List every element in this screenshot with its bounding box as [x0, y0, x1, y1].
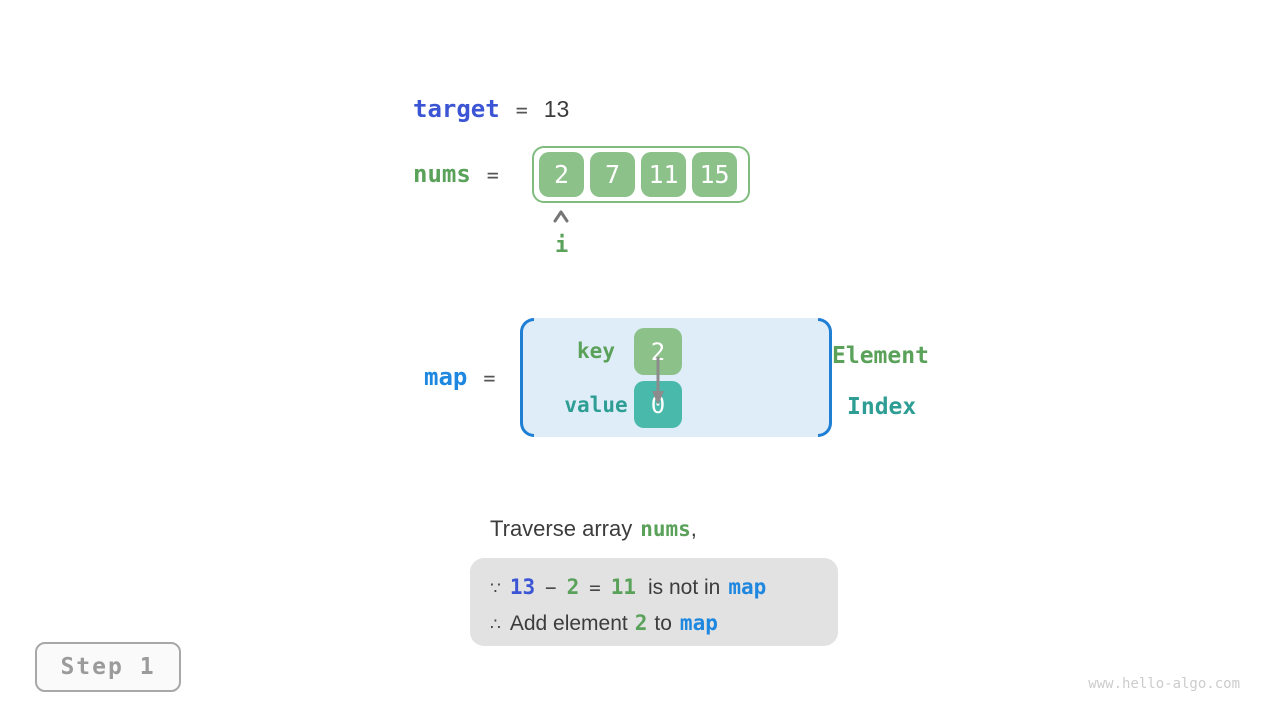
- note-text: Add element: [509, 612, 628, 635]
- map-key-label: key: [577, 339, 615, 363]
- note-text: to: [654, 612, 672, 635]
- note-map-code: map: [679, 611, 718, 635]
- caption-text: Traverse array: [490, 516, 633, 541]
- therefore-symbol: ∴: [490, 615, 501, 634]
- because-symbol: ∵: [490, 579, 501, 598]
- nums-assignment: nums =: [413, 160, 515, 188]
- legend-element-label: Element: [832, 343, 929, 369]
- array-cell-2: 11: [641, 152, 686, 197]
- index-pointer-label: i: [555, 233, 569, 258]
- step-label: Step 1: [60, 654, 156, 680]
- equals-sign: =: [589, 577, 601, 599]
- minus-sign: −: [545, 577, 557, 599]
- right-bracket: [818, 318, 832, 437]
- note-subtrahend: 2: [566, 575, 580, 599]
- left-bracket: [520, 318, 534, 437]
- note-difference: 11: [610, 575, 636, 599]
- note-map-code: map: [728, 575, 767, 599]
- target-assignment: target = 13: [413, 95, 569, 123]
- equals-sign: =: [486, 163, 499, 187]
- target-value: 13: [543, 96, 570, 122]
- equals-sign: =: [515, 98, 528, 122]
- note-element-value: 2: [634, 611, 648, 635]
- array-cell-1: 7: [590, 152, 635, 197]
- map-value-label: value: [564, 393, 628, 417]
- map-assignment: map =: [424, 363, 511, 391]
- note-line-1: ∵ 13−2 = 11 is not in map: [490, 569, 838, 605]
- nums-array: 2 7 11 15: [532, 146, 750, 203]
- note-text: is not in: [647, 576, 721, 599]
- legend-index-label: Index: [847, 394, 917, 420]
- map-container: key value 2 0: [520, 318, 832, 437]
- array-cell-0: 2: [539, 152, 584, 197]
- target-label: target: [413, 95, 500, 123]
- equals-sign: =: [483, 366, 496, 390]
- caption-line: Traverse array nums,: [490, 516, 697, 542]
- nums-label: nums: [413, 160, 471, 188]
- index-pointer-caret-icon: [553, 210, 569, 223]
- note-minuend: 13: [509, 575, 536, 599]
- caption-nums-code: nums: [640, 517, 691, 541]
- array-cell-3: 15: [692, 152, 737, 197]
- map-label: map: [424, 363, 468, 391]
- watermark: www.hello-algo.com: [1088, 676, 1240, 692]
- caption-comma: ,: [690, 516, 697, 541]
- key-to-value-arrow-icon: [652, 357, 664, 405]
- step-badge: Step 1: [35, 642, 181, 692]
